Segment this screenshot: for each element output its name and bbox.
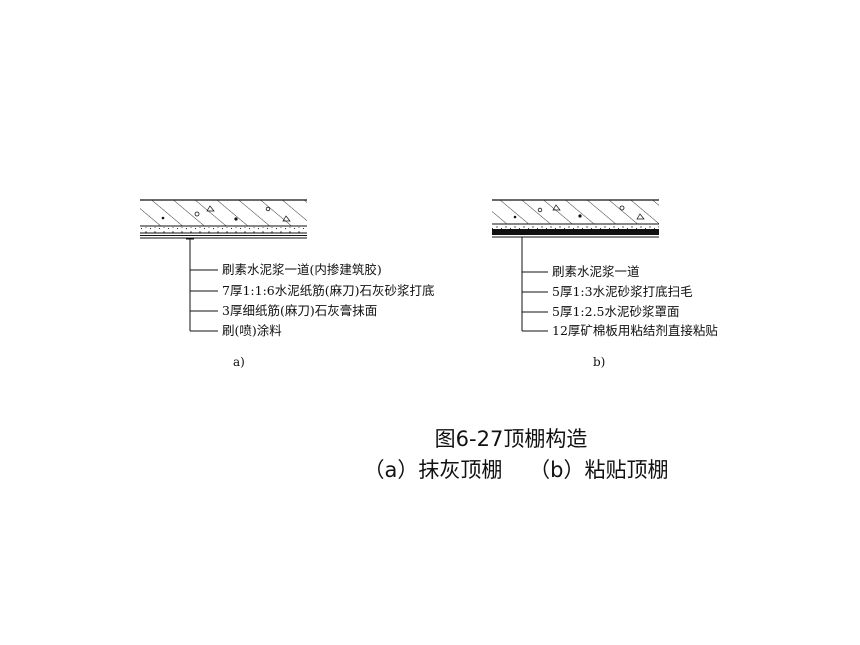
label-b-4: 12厚矿棉板用粘结剂直接粘贴 bbox=[552, 323, 718, 338]
label-a-3: 3厚细纸筋(麻刀)石灰膏抹面 bbox=[222, 303, 377, 318]
label-a-4: 刷(喷)涂料 bbox=[222, 323, 282, 338]
label-a-1: 刷素水泥浆一道(内掺建筑胶) bbox=[222, 262, 382, 277]
label-b-1: 刷素水泥浆一道 bbox=[552, 264, 640, 279]
diagram-b: 刷素水泥浆一道 5厚1:3水泥砂浆打底扫毛 5厚1:2.5水泥砂浆罩面 12厚矿… bbox=[492, 199, 718, 369]
leader-lines-b bbox=[518, 236, 548, 332]
label-b-2: 5厚1:3水泥砂浆打底扫毛 bbox=[552, 284, 693, 299]
sub-label-a: a) bbox=[233, 355, 245, 369]
mortar-layers-b bbox=[492, 223, 659, 238]
plaster-layers-a bbox=[140, 225, 307, 239]
figure-title: 图6-27顶棚构造 bbox=[435, 427, 588, 451]
slab-b bbox=[492, 199, 659, 224]
label-a-2: 7厚1:1:6水泥纸筋(麻刀)石灰砂浆打底 bbox=[222, 283, 435, 298]
sub-label-b: b) bbox=[593, 355, 605, 369]
label-b-3: 5厚1:2.5水泥砂浆罩面 bbox=[552, 304, 680, 319]
leader-lines-a bbox=[186, 238, 218, 332]
figure-subtitle: （a）抹灰顶棚 （b）粘贴顶棚 bbox=[364, 458, 669, 482]
diagram-a: 刷素水泥浆一道(内掺建筑胶) 7厚1:1:6水泥纸筋(麻刀)石灰砂浆打底 3厚细… bbox=[140, 199, 435, 369]
slab-a bbox=[140, 199, 307, 226]
